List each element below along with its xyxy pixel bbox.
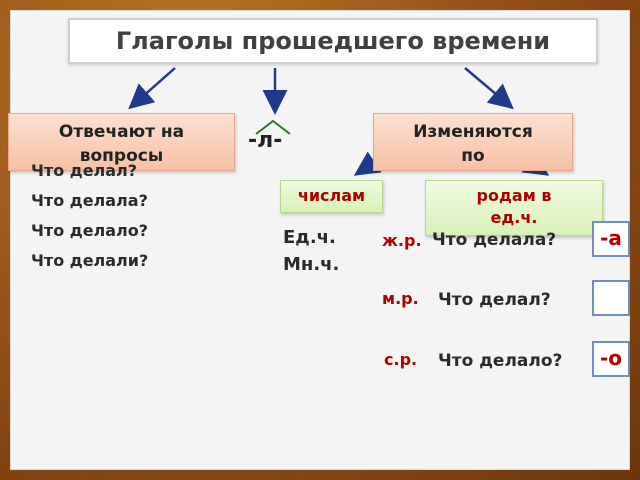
suffix-l: -л- <box>248 128 283 153</box>
gender-feminine-label: ж.р. <box>382 231 422 250</box>
gender-masculine-label: м.р. <box>382 289 419 308</box>
changes-line-1: Изменяются <box>413 122 533 142</box>
page-title: Глаголы прошедшего времени <box>68 18 598 64</box>
ending-feminine: -а <box>592 221 630 257</box>
genders-box: родам в ед.ч. <box>425 180 603 236</box>
genders-line-1: родам в <box>476 186 552 205</box>
numbers-box: числам <box>280 180 383 213</box>
answers-line-1: Отвечают на <box>58 122 185 142</box>
answers-questions-box: Отвечают на вопросы <box>8 113 235 171</box>
ending-neuter: -о <box>592 341 630 377</box>
question-delalo: Что делало? <box>31 221 149 240</box>
gender-feminine-question: Что делала? <box>432 230 557 250</box>
gender-neuter-label: с.р. <box>384 350 418 369</box>
question-delala: Что делала? <box>31 191 148 210</box>
gender-neuter-question: Что делало? <box>438 351 563 371</box>
gender-masculine-question: Что делал? <box>438 290 551 310</box>
question-delal: Что делал? <box>31 161 138 180</box>
ending-masculine <box>592 280 630 316</box>
arrow-to-changes <box>464 67 514 110</box>
changes-line-2: по <box>461 146 485 166</box>
question-delali: Что делали? <box>31 251 149 270</box>
suffix-mark <box>255 119 291 135</box>
slide-sheet <box>10 10 630 470</box>
number-plural: Мн.ч. <box>283 254 340 275</box>
genders-line-2: ед.ч. <box>490 208 538 227</box>
answers-line-2: вопросы <box>79 146 164 166</box>
number-singular: Ед.ч. <box>283 227 336 248</box>
arrow-to-answers <box>128 67 176 110</box>
changes-by-box: Изменяются по <box>373 113 573 171</box>
